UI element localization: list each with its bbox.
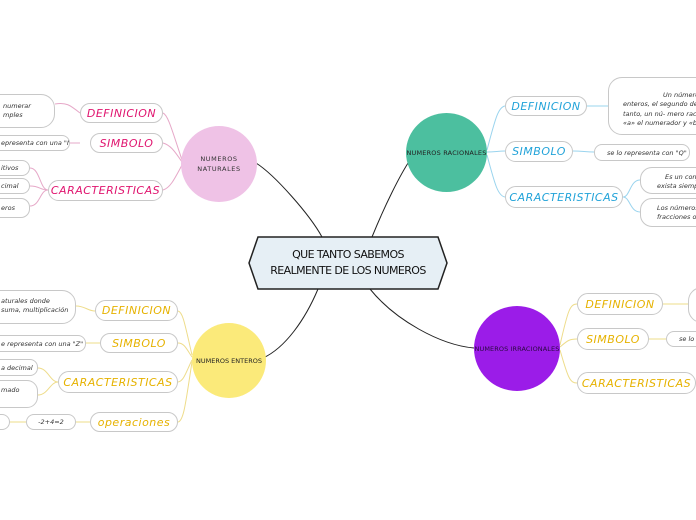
enteros-def-note-line2: suma, multiplicación <box>1 306 69 315</box>
racionales-def-note-line2: enteros, el segundo de lo <box>623 100 696 109</box>
topic-naturales-line2: NATURALES <box>197 165 241 173</box>
connector-racionales-simbolo <box>486 150 506 153</box>
racionales-definicion-note: Un número racio enteros, el segundo de l… <box>608 77 696 135</box>
connector-nat-car-note3 <box>29 189 49 207</box>
naturales-simbolo-note: epresenta con una "N" <box>0 135 70 151</box>
connector-rac-sim-note <box>572 150 595 153</box>
irracionales-simbolo-node[interactable]: SIMBOLO <box>577 328 649 350</box>
irracionales-simbolo-note: se lo <box>666 331 696 347</box>
naturales-def-note-line1: numerar <box>3 102 31 110</box>
racionales-car-note2-line2: fracciones o <box>657 213 696 222</box>
topic-enteros-label: NUMEROS ENTEROS <box>196 356 262 365</box>
connector-central-irracionales <box>369 288 475 349</box>
naturales-car-note2-text: cimal <box>1 182 19 190</box>
enteros-definicion-node[interactable]: DEFINICION <box>95 300 178 321</box>
topic-numeros-racionales[interactable]: NUMEROS RACIONALES <box>406 113 487 192</box>
connector-central-racionales <box>371 159 411 238</box>
connector-central-enteros <box>262 288 319 359</box>
topic-naturales-line1: NUMEROS <box>200 154 238 163</box>
connector-enteros-caracteristicas <box>177 359 193 383</box>
connector-naturales-simbolo <box>162 142 183 163</box>
topic-irracionales-label: NUMEROS IRRACIONALES <box>474 344 560 353</box>
irracionales-sim-note-text: se lo <box>679 335 695 343</box>
topic-numeros-enteros[interactable]: NUMEROS ENTEROS <box>192 323 266 398</box>
topic-racionales-label: NUMEROS RACIONALES <box>406 148 487 157</box>
racionales-simbolo-note: se lo representa con "Q" <box>594 144 690 161</box>
connector-naturales-caracteristicas <box>162 164 183 191</box>
topic-numeros-naturales[interactable]: NUMEROS NATURALES <box>181 126 257 202</box>
connector-central-naturales <box>255 162 323 238</box>
connector-enteros-operaciones <box>177 361 193 423</box>
connector-enteros-definicion <box>177 310 193 356</box>
racionales-car-note1-line2: exista siemp <box>657 182 696 191</box>
connector-racionales-caracteristicas <box>486 154 506 198</box>
connector-rac-car-note1 <box>622 179 641 198</box>
racionales-def-note-line3: tanto, un nú- mero racio <box>623 109 696 118</box>
naturales-car-note1: itivos <box>0 160 30 176</box>
connector-ent-car-note1 <box>37 367 59 383</box>
racionales-def-note-line4: «a» el numerador y «b <box>623 119 696 128</box>
racionales-def-note-line1: Un número racio <box>663 91 696 99</box>
racionales-sim-note-text: se lo representa con "Q" <box>607 149 687 157</box>
naturales-definicion-node[interactable]: DEFINICION <box>80 103 163 123</box>
central-topic-line1: QUE TANTO SABEMOS <box>292 248 404 262</box>
connector-lines <box>10 102 688 423</box>
naturales-definicion-note: numerar mples <box>0 94 55 128</box>
enteros-operaciones-node[interactable]: operaciones <box>90 412 178 432</box>
naturales-simbolo-node[interactable]: SIMBOLO <box>90 133 163 153</box>
enteros-car-note1-text: a decimal <box>1 364 33 372</box>
naturales-car-note3: eros <box>0 198 30 218</box>
racionales-car-note2-line1: Los números <box>657 204 696 212</box>
naturales-def-note-line2: mples <box>3 111 23 120</box>
naturales-car-note1-text: itivos <box>1 164 19 172</box>
naturales-car-note2: cimal <box>0 178 30 194</box>
irracionales-caracteristicas-node[interactable]: CARACTERISTICAS <box>577 372 696 394</box>
enteros-simbolo-note: e representa con una "Z" <box>0 335 86 352</box>
connector-ent-car-note2 <box>37 381 59 396</box>
enteros-definicion-note: aturales donde suma, multiplicación <box>0 290 76 324</box>
connector-irracionales-simbolo <box>559 338 578 348</box>
naturales-car-note3-text: eros <box>1 204 16 212</box>
connector-ent-def-note <box>75 305 96 312</box>
racionales-simbolo-node[interactable]: SIMBOLO <box>505 141 573 162</box>
central-topic[interactable]: QUE TANTO SABEMOS REALMENTE DE LOS NUMER… <box>249 237 447 289</box>
racionales-car-note2: Los números fracciones o <box>640 198 696 227</box>
connector-nat-def-note <box>54 102 81 114</box>
connector-nat-car-note2 <box>29 185 49 191</box>
naturales-sim-note-text: epresenta con una "N" <box>1 139 70 147</box>
connector-irracionales-definicion <box>559 303 578 346</box>
racionales-car-note1: Es un conj exista siemp <box>640 167 696 194</box>
connector-racionales-definicion <box>486 105 506 151</box>
connector-irracionales-caracteristicas <box>559 349 578 384</box>
racionales-definicion-node[interactable]: DEFINICION <box>505 96 587 116</box>
connector-naturales-definicion <box>162 112 183 161</box>
racionales-car-note1-line1: Es un conj <box>665 173 696 181</box>
racionales-caracteristicas-node[interactable]: CARACTERISTICAS <box>505 186 623 208</box>
enteros-simbolo-node[interactable]: SIMBOLO <box>100 333 178 353</box>
topic-numeros-irracionales[interactable]: NUMEROS IRRACIONALES <box>474 306 560 391</box>
enteros-caracteristicas-node[interactable]: CARACTERISTICAS <box>58 371 178 393</box>
irracionales-definicion-node[interactable]: DEFINICION <box>577 293 663 315</box>
connector-enteros-simbolo <box>177 342 193 358</box>
central-topic-line2: REALMENTE DE LOS NUMEROS <box>270 264 426 277</box>
enteros-def-note-line1: aturales donde <box>1 297 50 305</box>
enteros-car-note2-text: mado <box>1 386 20 394</box>
enteros-car-note1: a decimal <box>0 359 38 376</box>
enteros-op-note-text: -2+4=2 <box>38 418 64 426</box>
connector-rac-car-note2 <box>622 196 641 213</box>
naturales-caracteristicas-node[interactable]: CARACTERISTICAS <box>48 180 163 201</box>
enteros-sim-note-text: e representa con una "Z" <box>1 340 84 348</box>
enteros-operaciones-note: -2+4=2 <box>26 414 76 430</box>
central-topic-shape <box>248 236 448 290</box>
enteros-car-note2: mado <box>0 380 38 408</box>
connector-nat-car-note1 <box>29 167 49 191</box>
